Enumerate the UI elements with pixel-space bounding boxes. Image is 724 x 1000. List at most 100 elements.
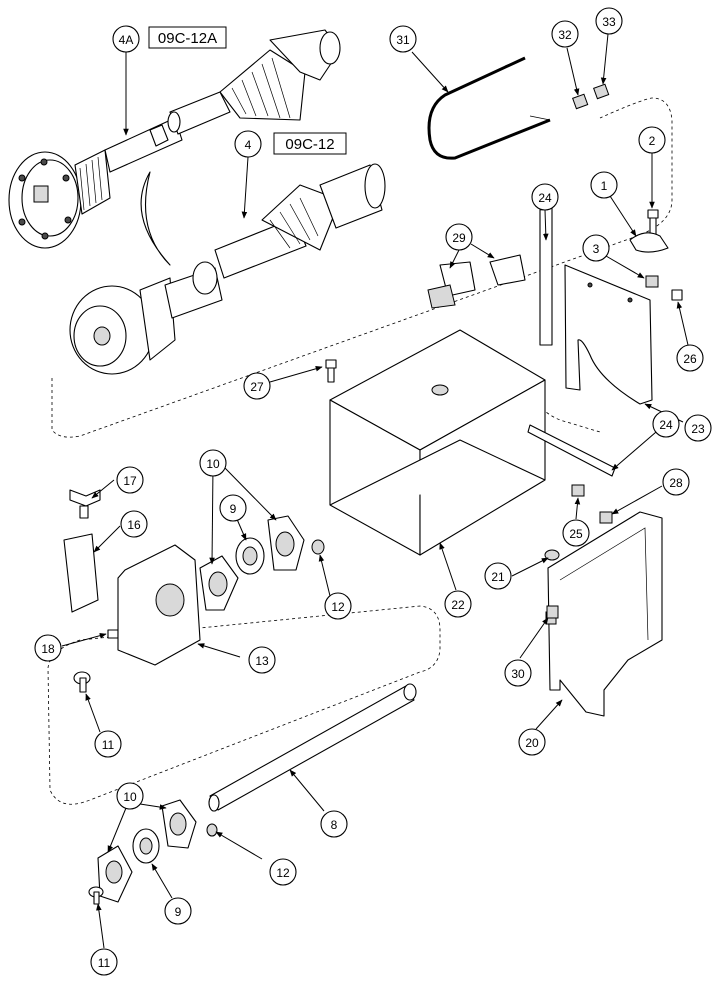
callout-8: 8 xyxy=(320,810,348,838)
bolt-27 xyxy=(325,359,337,383)
washer-21 xyxy=(544,549,560,561)
svg-text:10: 10 xyxy=(206,457,220,471)
strap-16 xyxy=(63,533,99,613)
u-bolt-31 xyxy=(427,56,551,160)
callout-9-lower: 9 xyxy=(164,897,192,925)
callout-12-upper: 12 xyxy=(324,592,352,620)
svg-text:26: 26 xyxy=(683,352,697,366)
callout-18: 18 xyxy=(34,634,62,662)
callout-29: 29 xyxy=(445,223,473,251)
callout-26: 26 xyxy=(676,344,704,372)
svg-text:1: 1 xyxy=(601,179,608,193)
pto-driveshaft-4a xyxy=(8,29,341,266)
callout-1: 1 xyxy=(590,171,618,199)
carriage-bolt-11-lower xyxy=(88,886,104,905)
svg-text:23: 23 xyxy=(691,422,705,436)
nut-30 xyxy=(546,605,559,619)
svg-text:11: 11 xyxy=(102,738,115,752)
strip-24-lower xyxy=(527,424,616,477)
cover-22 xyxy=(329,329,546,556)
svg-text:31: 31 xyxy=(396,33,410,47)
svg-text:12: 12 xyxy=(331,600,345,614)
svg-text:4: 4 xyxy=(245,138,252,152)
pto-driveshaft-4 xyxy=(69,163,386,375)
nut-33 xyxy=(593,83,610,100)
svg-text:28: 28 xyxy=(669,476,683,490)
svg-text:9: 9 xyxy=(230,502,237,516)
callout-21: 21 xyxy=(484,562,512,590)
callout-31: 31 xyxy=(389,25,417,53)
callout-28: 28 xyxy=(662,468,690,496)
carriage-bolt-11-upper xyxy=(73,671,91,693)
flange-10-lower-b xyxy=(161,799,197,849)
callout-16: 16 xyxy=(120,510,148,538)
callout-10-upper: 10 xyxy=(199,449,227,477)
callout-4a: 4A xyxy=(112,25,140,53)
bearing-9-lower xyxy=(132,828,160,864)
reference-box-09c-12a: 09C-12A xyxy=(148,26,227,49)
callout-2: 2 xyxy=(638,126,666,154)
callout-33: 33 xyxy=(595,7,623,35)
callout-24-upper: 24 xyxy=(531,183,559,211)
svg-text:24: 24 xyxy=(659,418,673,432)
sensor-29 xyxy=(427,254,526,309)
svg-text:20: 20 xyxy=(525,736,539,750)
bracket-23 xyxy=(564,264,653,405)
bearing-bracket-13 xyxy=(117,544,201,666)
leader-lines xyxy=(61,33,689,949)
driveline-group-outline xyxy=(51,97,673,438)
callout-27: 27 xyxy=(243,372,271,400)
nut-12-lower xyxy=(206,823,218,837)
nut-3 xyxy=(645,275,659,288)
bearing-9-upper xyxy=(235,537,265,575)
svg-text:3: 3 xyxy=(593,242,600,256)
nut-25 xyxy=(571,484,585,497)
callout-23: 23 xyxy=(684,414,712,442)
svg-text:29: 29 xyxy=(452,231,466,245)
svg-text:22: 22 xyxy=(451,598,465,612)
nut-32 xyxy=(572,93,589,110)
svg-text:27: 27 xyxy=(250,380,264,394)
callout-12-lower: 12 xyxy=(269,858,297,886)
flange-10-upper-b xyxy=(267,515,305,571)
svg-text:25: 25 xyxy=(569,527,583,541)
frame-20 xyxy=(545,511,663,717)
reference-label-09c-12a: 09C-12A xyxy=(158,30,217,47)
nut-28 xyxy=(599,511,613,524)
svg-text:10: 10 xyxy=(123,790,137,804)
callout-13: 13 xyxy=(248,646,276,674)
svg-text:18: 18 xyxy=(41,642,55,656)
callout-17: 17 xyxy=(116,466,144,494)
callout-11-lower: 11 xyxy=(90,948,118,976)
callout-25: 25 xyxy=(562,519,590,547)
wing-screw-17 xyxy=(69,489,101,519)
svg-text:8: 8 xyxy=(331,818,338,832)
callout-32: 32 xyxy=(551,20,579,48)
flange-10-lower-a xyxy=(97,845,133,903)
svg-text:9: 9 xyxy=(175,905,182,919)
callout-22: 22 xyxy=(444,590,472,618)
svg-text:11: 11 xyxy=(98,956,111,970)
nut-12-upper xyxy=(311,539,325,555)
shaft-8 xyxy=(208,683,417,812)
callout-10-lower: 10 xyxy=(116,782,144,810)
callout-30: 30 xyxy=(504,659,532,687)
callout-9-upper: 9 xyxy=(219,494,247,522)
callout-4: 4 xyxy=(234,130,262,158)
svg-text:4A: 4A xyxy=(119,33,134,47)
svg-text:24: 24 xyxy=(538,191,552,205)
clip-18 xyxy=(107,629,119,639)
clamp-1 xyxy=(629,232,669,253)
flange-10-upper-a xyxy=(199,555,239,611)
svg-text:2: 2 xyxy=(649,134,656,148)
svg-text:33: 33 xyxy=(602,15,616,29)
callout-20: 20 xyxy=(518,728,546,756)
reference-box-09c-12: 09C-12 xyxy=(273,132,347,155)
reference-label-09c-12: 09C-12 xyxy=(285,136,334,153)
callout-11-upper: 11 xyxy=(94,730,122,758)
svg-text:13: 13 xyxy=(255,654,269,668)
callout-3: 3 xyxy=(582,234,610,262)
svg-text:16: 16 xyxy=(127,518,141,532)
svg-text:12: 12 xyxy=(276,866,290,880)
